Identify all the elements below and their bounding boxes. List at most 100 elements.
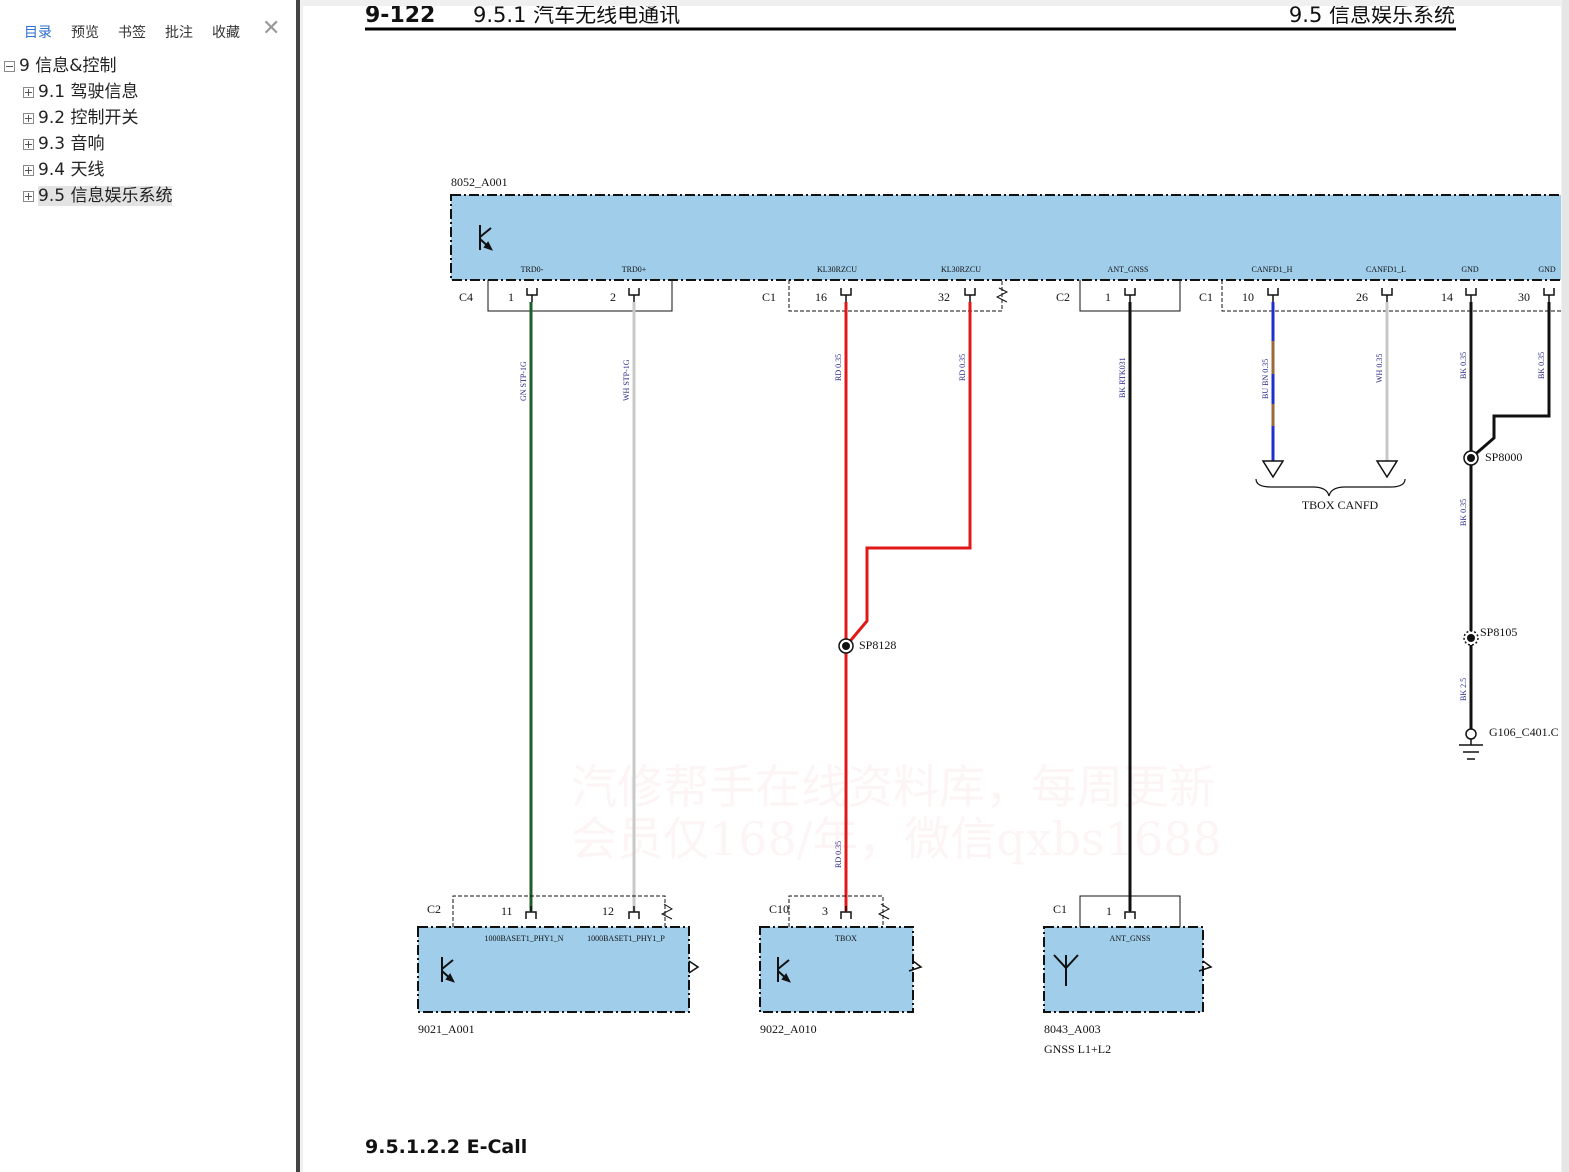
top-module-box	[450, 194, 1561, 281]
sidebar: 目录 预览 书签 批注 收藏 ✕ 9 信息&控制 9.1 驾驶信息 9.2 控制…	[0, 0, 296, 1172]
expand-icon[interactable]	[23, 86, 34, 98]
terminal-mark	[840, 288, 852, 302]
expand-icon[interactable]	[23, 138, 34, 150]
pin-number: 12	[602, 904, 614, 918]
tree-item-label: 9.1 驾驶信息	[38, 82, 139, 102]
break-mark	[660, 903, 674, 920]
tab-annotations[interactable]: 批注	[165, 25, 193, 41]
tree-item-9-3[interactable]: 9.3 音响	[23, 132, 104, 156]
terminal-mark	[628, 288, 640, 302]
module-subtitle: GNSS L1+L2	[1044, 1042, 1111, 1056]
tab-preview[interactable]: 预览	[71, 25, 99, 41]
ground-icon	[1459, 728, 1483, 760]
wire-label: BK 0.35	[1459, 499, 1468, 526]
collapse-icon[interactable]	[4, 60, 15, 72]
pin-name-canfd1-l: CANFD1_L	[1366, 265, 1406, 274]
connector-c2-label: C2	[1056, 290, 1070, 304]
splice-sp8000	[1463, 450, 1479, 466]
section-title: 9.5.1.2.2 E-Call	[365, 1136, 528, 1158]
pin-number: 1	[1105, 290, 1111, 304]
terminal-mark	[964, 288, 976, 302]
transistor-icon	[777, 957, 791, 983]
pin-number: 1	[508, 290, 514, 304]
terminal-mark	[628, 906, 640, 919]
break-mark	[877, 903, 891, 920]
wire-label: RD 0.35	[834, 354, 843, 381]
module-name: 9022_A010	[760, 1022, 817, 1036]
terminal-mark	[1381, 288, 1393, 302]
tab-contents[interactable]: 目录	[24, 25, 52, 41]
tree-item-9[interactable]: 9 信息&控制	[4, 54, 116, 78]
transistor-icon	[441, 957, 455, 983]
terminal-mark	[526, 288, 538, 302]
terminal-mark	[1465, 288, 1477, 302]
module-name: 8043_A003	[1044, 1022, 1101, 1036]
tab-favorites[interactable]: 收藏	[212, 25, 240, 41]
vertical-scrollbar[interactable]	[1562, 0, 1569, 1172]
connector-c1b-label: C1	[1199, 290, 1213, 304]
wire-label: WH 0.35	[1375, 354, 1384, 383]
break-mark	[1198, 960, 1213, 972]
close-sidebar-icon[interactable]: ✕	[262, 16, 281, 41]
terminal-mark	[1124, 288, 1136, 302]
tree-item-9-1[interactable]: 9.1 驾驶信息	[23, 80, 138, 104]
pin-number: 26	[1356, 290, 1368, 304]
wire-label: BK 0.35	[1537, 352, 1546, 379]
wiring-diagram: 9-122 9.5.1 汽车无线电通讯 9.5 信息娱乐系统 8052_A001…	[365, 6, 1561, 1056]
pin-number: 10	[1242, 290, 1254, 304]
page-header-right: 9.5 信息娱乐系统	[1289, 6, 1455, 27]
splice-sp8105	[1463, 630, 1479, 646]
tree-item-9-4[interactable]: 9.4 天线	[23, 158, 104, 182]
wire-label: GN STP-1G	[519, 361, 528, 401]
connector-c1-bottom-box	[1079, 895, 1181, 927]
connector-c4-box	[487, 280, 673, 312]
pin-number: 1	[1106, 904, 1112, 918]
pin-name-trd0-minus: TRD0-	[521, 265, 544, 274]
expand-icon[interactable]	[23, 112, 34, 124]
wire-label: BK 0.35	[1459, 352, 1468, 379]
tab-bookmarks[interactable]: 书签	[118, 25, 146, 41]
wire-label: RD 0.35	[834, 841, 843, 868]
connector-c1-box	[788, 280, 1003, 312]
pin-number: 2	[610, 290, 616, 304]
expand-icon[interactable]	[23, 164, 34, 176]
panel-splitter[interactable]	[296, 0, 300, 1172]
break-mark	[908, 960, 923, 972]
break-mark	[995, 287, 1009, 303]
wire-red-branch	[844, 302, 972, 647]
top-module-name: 8052_A001	[451, 175, 508, 189]
watermark-line2: 会员仅168/年，微信qxbs1688	[571, 812, 1222, 866]
expand-icon[interactable]	[23, 190, 34, 202]
module-box-9022	[759, 926, 914, 1013]
tree-item-label: 9 信息&控制	[19, 56, 117, 76]
pin-number: 30	[1518, 290, 1530, 304]
pin-name-gnd-30: GND	[1538, 265, 1556, 274]
terminal-mark	[1267, 288, 1279, 302]
pin-name: 1000BASET1_PHY1_P	[587, 934, 665, 943]
document-page: 汽修帮手在线资料库，每周更新 会员仅168/年，微信qxbs1688 9-122…	[303, 6, 1561, 1172]
tree-item-9-2[interactable]: 9.2 控制开关	[23, 106, 138, 130]
connector-label: C10	[769, 902, 789, 916]
pin-number: 14	[1441, 290, 1453, 304]
module-box-8043	[1043, 926, 1204, 1013]
wire-label: BK 2.5	[1459, 678, 1468, 701]
pin-name-ant-gnss: ANT_GNSS	[1108, 265, 1149, 274]
watermark-line1: 汽修帮手在线资料库，每周更新	[571, 760, 1215, 814]
wire-label: BK RTK031	[1118, 357, 1127, 398]
pin-name: ANT_GNSS	[1110, 934, 1151, 943]
tree-item-9-5[interactable]: 9.5 信息娱乐系统	[23, 184, 173, 208]
connector-c1-label: C1	[762, 290, 776, 304]
splice-label: SP8128	[859, 638, 896, 652]
connector-c1b-box	[1221, 280, 1561, 312]
pin-number: 11	[501, 904, 513, 918]
pin-name: 1000BASET1_PHY1_N	[484, 934, 563, 943]
pin-name-kl30rzcu-32: KL30RZCU	[941, 265, 981, 274]
canfd-label: TBOX CANFD	[1302, 498, 1379, 512]
ground-label: G106_C401.C	[1489, 725, 1559, 739]
tree-item-label: 9.4 天线	[38, 160, 105, 180]
connector-label: C1	[1053, 902, 1067, 916]
connector-c10-box	[788, 895, 884, 927]
break-mark	[688, 960, 700, 974]
connector-c4-label: C4	[459, 290, 473, 304]
connector-c2-bottom-box	[452, 895, 666, 927]
